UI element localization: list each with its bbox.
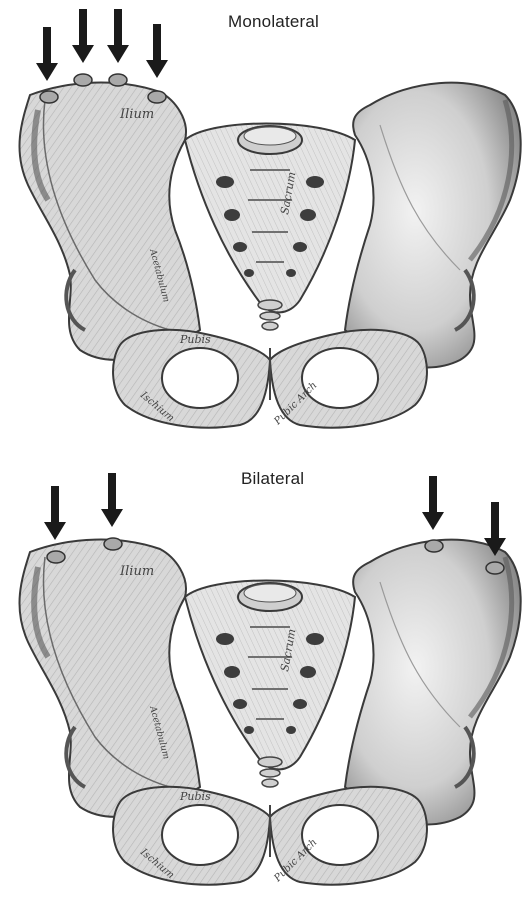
down-arrow-icon	[36, 27, 58, 81]
pelvis-illustration: Ilium Sacrum Pubis Ischium Pubic Arch Ac…	[0, 0, 529, 450]
pin-site-marker-icon	[148, 91, 166, 103]
pin-site-marker-icon	[109, 74, 127, 86]
down-arrow-icon	[72, 9, 94, 63]
pin-site-marker-icon	[486, 562, 504, 574]
label-ilium: Ilium	[119, 107, 154, 122]
pin-site-marker-icon	[74, 74, 92, 86]
monolateral-panel: Ilium Sacrum Pubis Ischium Pubic Arch Ac…	[0, 0, 529, 450]
pin-site-marker-icon	[425, 540, 443, 552]
down-arrow-icon	[107, 9, 129, 63]
down-arrow-icon	[44, 486, 66, 540]
pelvis-illustration: Ilium Sacrum Pubis Ischium Pubic Arch Ac…	[0, 457, 529, 907]
down-arrow-icon	[422, 476, 444, 530]
label-pubis: Pubis	[179, 333, 211, 346]
panel-title: Bilateral	[241, 469, 304, 489]
pin-site-marker-icon	[104, 538, 122, 550]
pin-site-marker-icon	[47, 551, 65, 563]
down-arrow-icon	[101, 473, 123, 527]
down-arrow-icon	[146, 24, 168, 78]
panel-title: Monolateral	[228, 12, 319, 32]
bilateral-panel: Ilium Sacrum Pubis Ischium Pubic Arch Ac…	[0, 457, 529, 907]
label-ilium: Ilium	[119, 564, 154, 579]
pin-site-marker-icon	[40, 91, 58, 103]
label-pubis: Pubis	[179, 790, 211, 803]
